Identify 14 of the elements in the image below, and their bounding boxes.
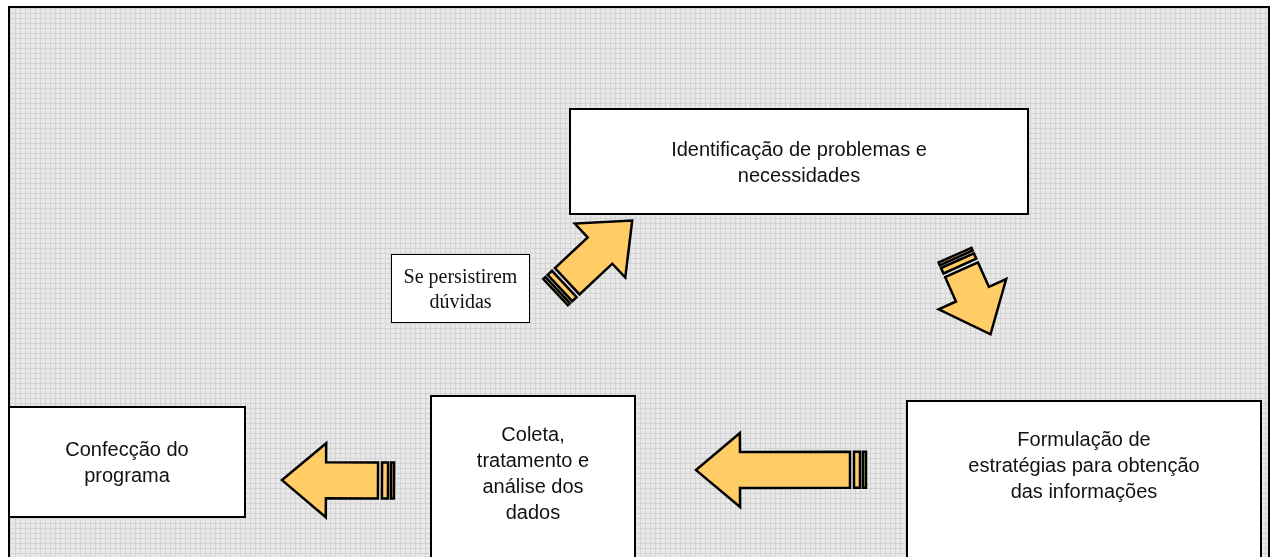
block-arrow	[541, 219, 634, 308]
process-box	[8, 406, 246, 518]
process-box	[430, 395, 636, 557]
box-text: Se persistirem dúvidas	[402, 263, 519, 314]
process-box	[906, 400, 1262, 557]
note-box	[391, 254, 530, 323]
box-text: Confecção do programa	[64, 437, 190, 488]
block-arrow	[694, 430, 868, 510]
block-arrow	[935, 246, 1009, 337]
process-box	[569, 108, 1029, 215]
block-arrow	[280, 440, 396, 520]
box-text: Formulação de estratégias para obtenção das informações	[968, 427, 1200, 504]
box-text: Coleta, tratamento e análise dos dados	[475, 422, 591, 525]
box-text: Identificação de problemas e necessidades	[670, 136, 928, 188]
